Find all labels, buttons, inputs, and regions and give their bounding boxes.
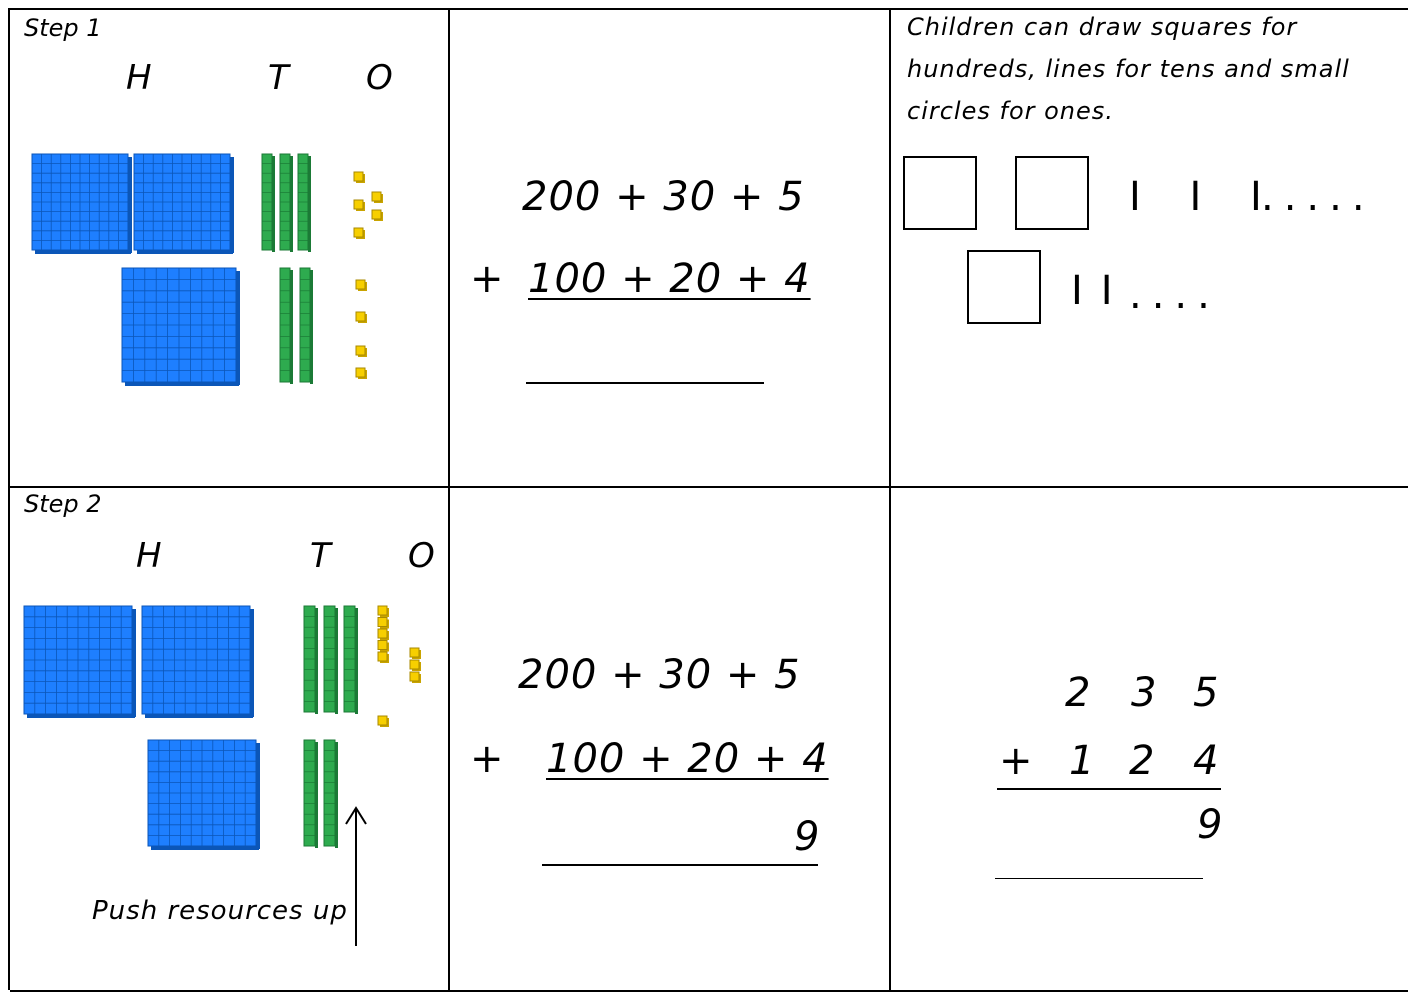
worksheet-table: Step 1 H T O 200 + 30 + 5 + 100 + 20 + 4…: [8, 8, 1408, 992]
hundred-square: [903, 156, 977, 230]
up-arrow: [345, 806, 367, 946]
step2-plus-sign: +: [470, 736, 505, 782]
step2-hundreds-heading: H: [136, 536, 162, 576]
ones-cube: [353, 199, 365, 211]
tens-rod: [297, 153, 311, 252]
step2-label: Step 2: [24, 490, 102, 518]
tens-lines-row1: I I I: [1129, 174, 1280, 220]
tens-lines-row2: II: [1071, 268, 1131, 314]
step1-ones-heading: O: [366, 58, 393, 98]
tens-rod: [343, 605, 358, 714]
tens-rod: [323, 739, 338, 848]
hundreds-block: [141, 605, 254, 718]
step1-answer-line: [526, 382, 764, 384]
step2-tens-heading: T: [310, 536, 331, 576]
step2-column-method-cell: 2 3 5 + 1 2 4 9: [891, 488, 1408, 992]
hundreds-block: [133, 153, 234, 254]
step1-hundreds-heading: H: [126, 58, 152, 98]
push-resources-caption: Push resources up: [92, 896, 348, 926]
column-b-tens: 2: [1129, 738, 1156, 784]
hundreds-block: [31, 153, 132, 254]
tens-rod: [323, 605, 338, 714]
ones-cube: [371, 209, 383, 221]
ones-cube: [377, 640, 389, 652]
step2-equation-line2: 100 + 20 + 4: [546, 736, 829, 782]
column-a-tens: 3: [1131, 670, 1158, 716]
column-a-ones: 5: [1193, 670, 1220, 716]
tens-rod: [303, 605, 318, 714]
step2-answer-line: [542, 864, 818, 866]
tens-rod: [279, 153, 293, 252]
ones-cube: [377, 651, 389, 663]
ones-cube: [377, 715, 389, 727]
ones-cube: [377, 617, 389, 629]
column-b-ones: 4: [1193, 738, 1220, 784]
step2-ones-heading: O: [408, 536, 435, 576]
step2-expanded-cell: 200 + 30 + 5 + 100 + 20 + 4 9: [450, 488, 891, 992]
step1-tens-heading: T: [268, 58, 289, 98]
ones-cube: [355, 311, 367, 323]
column-a-hundreds: 2: [1065, 670, 1092, 716]
step1-base-ten-blocks: [31, 153, 383, 386]
hundred-square: [967, 250, 1041, 324]
ones-cube: [371, 191, 383, 203]
step1-expanded-cell: 200 + 30 + 5 + 100 + 20 + 4: [450, 10, 891, 488]
hundreds-block: [121, 267, 240, 386]
ones-cube: [355, 345, 367, 357]
ones-dots-row1: .....: [1261, 174, 1375, 220]
step1-manipulatives-cell: Step 1 H T O: [10, 10, 450, 488]
ones-cube: [353, 227, 365, 239]
hundreds-block: [23, 605, 136, 718]
step1-pictorial-cell: Children can draw squares for hundreds, …: [891, 10, 1408, 488]
step2-manipulatives-cell: Step 2 H T O Push resources up: [10, 488, 450, 992]
pictorial-instructions: Children can draw squares for hundreds, …: [907, 13, 1350, 125]
step1-equation-line2: 100 + 20 + 4: [528, 256, 811, 302]
ones-cube: [377, 628, 389, 640]
ones-dots-row2: ....: [1129, 272, 1220, 318]
ones-cube: [355, 279, 367, 291]
column-answer-ones: 9: [1197, 802, 1224, 848]
ones-cube: [409, 647, 421, 659]
hundred-square: [1015, 156, 1089, 230]
step1-equation-line1: 200 + 30 + 5: [522, 174, 805, 220]
column-answer-line: [995, 878, 1203, 879]
ones-cube: [353, 171, 365, 183]
ones-cube: [409, 659, 421, 671]
ones-cube: [377, 605, 389, 617]
column-plus-sign: +: [999, 738, 1034, 784]
column-sum-underline: [997, 788, 1221, 790]
tens-rod: [261, 153, 275, 252]
tens-rod: [279, 267, 293, 384]
ones-cube: [355, 367, 367, 379]
step1-plus-sign: +: [470, 256, 505, 302]
step2-base-ten-blocks: [23, 605, 421, 850]
tens-rod: [303, 739, 318, 848]
step1-label: Step 1: [24, 14, 102, 42]
step2-equation-line1: 200 + 30 + 5: [518, 652, 801, 698]
ones-cube: [409, 671, 421, 683]
tens-rod: [299, 267, 313, 384]
column-b-hundreds: 1: [1069, 738, 1096, 784]
hundreds-block: [147, 739, 260, 850]
step2-answer-ones: 9: [794, 814, 821, 860]
